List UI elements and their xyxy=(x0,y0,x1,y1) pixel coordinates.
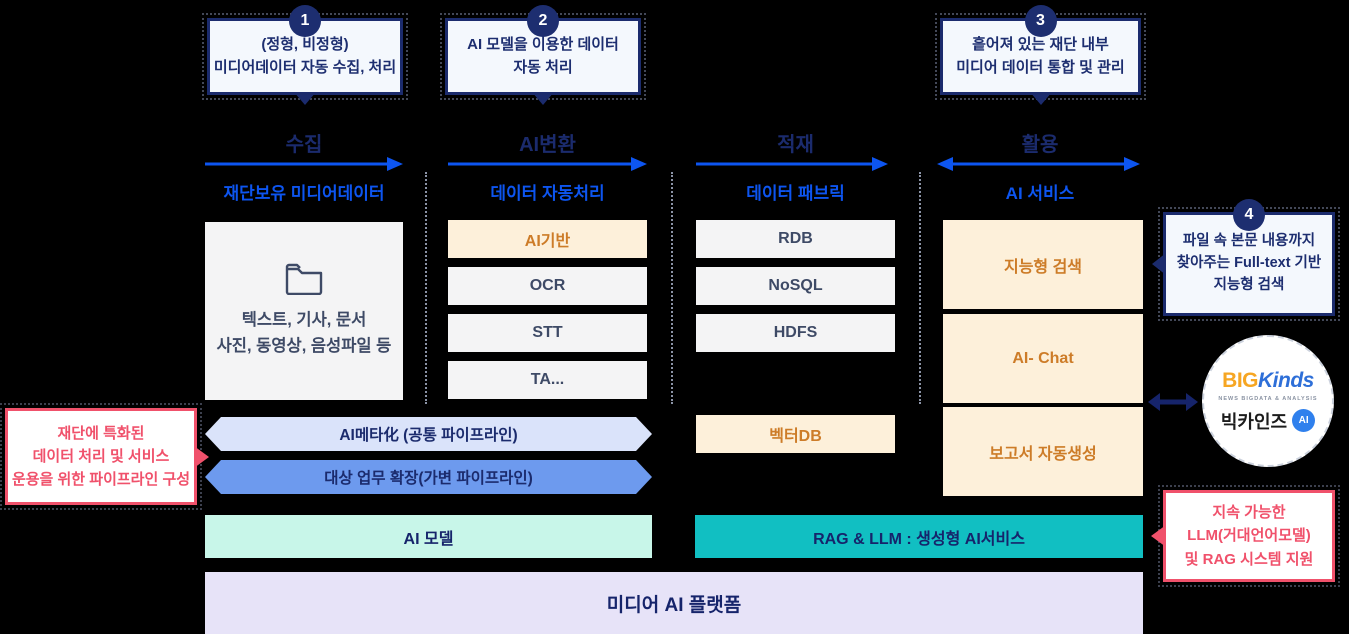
callout-text: AI 모델을 이용한 데이터 자동 처리 xyxy=(467,36,619,76)
callout-tail-icon xyxy=(1151,525,1166,547)
callout-tail-icon xyxy=(1152,253,1166,275)
stage-label-collect: 수집 xyxy=(285,134,323,156)
callout-llm-note: 지속 가능한 LLM(거대언어모델) 및 RAG 시스템 지원 xyxy=(1151,485,1340,587)
callout-tail-icon xyxy=(294,92,316,105)
service-intelligent-search: 지능형 검색 xyxy=(943,220,1143,309)
ai-badge-icon: AI xyxy=(1292,409,1316,432)
media-sources-text: 텍스트, 기사, 문서 사진, 동영상, 음성파일 등 xyxy=(216,310,392,355)
pipeline-bar-common: AI메타化 (공통 파이프라인) xyxy=(205,417,652,451)
folder-icon xyxy=(285,263,323,295)
flow-arrow-right-icon xyxy=(205,157,403,171)
flow-arrow-both-icon xyxy=(937,157,1140,171)
processing-item-ai-based: AI기반 xyxy=(448,220,647,258)
column-title-auto-processing: 데이터 자동처리 xyxy=(490,184,605,203)
media-ai-platform-bar: 미디어 AI 플랫폼 xyxy=(205,572,1143,634)
step-number-badge: 3 xyxy=(1024,5,1057,37)
fabric-item-hdfs: HDFS xyxy=(696,314,895,352)
callout-text: 지속 가능한 LLM(거대언어모델) 및 RAG 시스템 지원 xyxy=(1184,504,1314,568)
callout-tail-icon xyxy=(532,92,554,105)
stage-label-load: 적재 xyxy=(777,134,814,156)
stage-label-ai-convert: AI변환 xyxy=(519,134,576,156)
callout-text: 흩어져 있는 재단 내부 미디어 데이터 통합 및 관리 xyxy=(956,36,1125,76)
column-title-media-data: 재단보유 미디어데이터 xyxy=(223,184,385,203)
callout-step-2: 2 AI 모델을 이용한 데이터 자동 처리 xyxy=(440,5,646,105)
column-title-ai-service: AI 서비스 xyxy=(1005,184,1075,203)
bigkinds-wordmark: BIGKinds xyxy=(1222,369,1314,393)
logo-korean-name: 빅카인즈 xyxy=(1220,411,1288,432)
callout-text: 재단에 특화된 데이터 처리 및 서비스 운용을 위한 파이프라인 구성 xyxy=(11,424,191,489)
media-sources-box: 텍스트, 기사, 문서 사진, 동영상, 음성파일 등 xyxy=(205,222,403,400)
bigkinds-logo: BIGKinds NEWS BIGDATA & ANALYSIS 빅카인즈 AI xyxy=(1202,335,1334,467)
flow-arrow-right-icon xyxy=(448,157,647,171)
logo-tagline: NEWS BIGDATA & ANALYSIS xyxy=(1218,395,1318,402)
logo-kinds-text: Kinds xyxy=(1258,368,1314,392)
service-report-generation: 보고서 자동생성 xyxy=(943,407,1143,496)
processing-item-ta: TA... xyxy=(448,361,647,399)
pipeline-bar-variable: 대상 업무 확장(가변 파이프라인) xyxy=(205,460,652,494)
stage-label-utilize: 활용 xyxy=(1021,134,1059,156)
ai-model-bar: AI 모델 xyxy=(205,515,652,558)
step-number-badge: 4 xyxy=(1233,199,1265,231)
column-separator xyxy=(671,172,673,404)
callout-tail-icon xyxy=(194,445,209,468)
fabric-item-nosql: NoSQL xyxy=(696,267,895,305)
callout-step-3: 3 흩어져 있는 재단 내부 미디어 데이터 통합 및 관리 xyxy=(935,5,1146,105)
double-arrow-icon xyxy=(1148,393,1198,411)
processing-item-ocr: OCR xyxy=(448,267,647,305)
column-title-data-fabric: 데이터 패브릭 xyxy=(746,184,845,203)
fabric-item-vector-db: 벡터DB xyxy=(696,415,895,453)
fabric-item-rdb: RDB xyxy=(696,220,895,258)
logo-big-text: BIG xyxy=(1222,368,1258,392)
column-separator xyxy=(425,172,427,404)
callout-step-1: 1 (정형, 비정형) 미디어데이터 자동 수집, 처리 xyxy=(202,5,408,105)
step-number-badge: 1 xyxy=(289,5,321,37)
callout-pipeline-note: 재단에 특화된 데이터 처리 및 서비스 운용을 위한 파이프라인 구성 xyxy=(0,403,209,510)
step-number-badge: 2 xyxy=(527,5,559,37)
flow-arrow-right-icon xyxy=(696,157,888,171)
callout-step-4: 4 파일 속 본문 내용까지 찾아주는 Full-text 기반 지능형 검색 xyxy=(1152,199,1340,321)
callout-text: 파일 속 본문 내용까지 찾아주는 Full-text 기반 지능형 검색 xyxy=(1176,233,1322,293)
service-ai-chat: AI- Chat xyxy=(943,314,1143,403)
callout-text: (정형, 비정형) 미디어데이터 자동 수집, 처리 xyxy=(213,36,397,76)
processing-item-stt: STT xyxy=(448,314,647,352)
rag-llm-bar: RAG & LLM : 생성형 AI서비스 xyxy=(695,515,1143,558)
column-separator xyxy=(919,172,921,404)
callout-tail-icon xyxy=(1029,92,1052,105)
